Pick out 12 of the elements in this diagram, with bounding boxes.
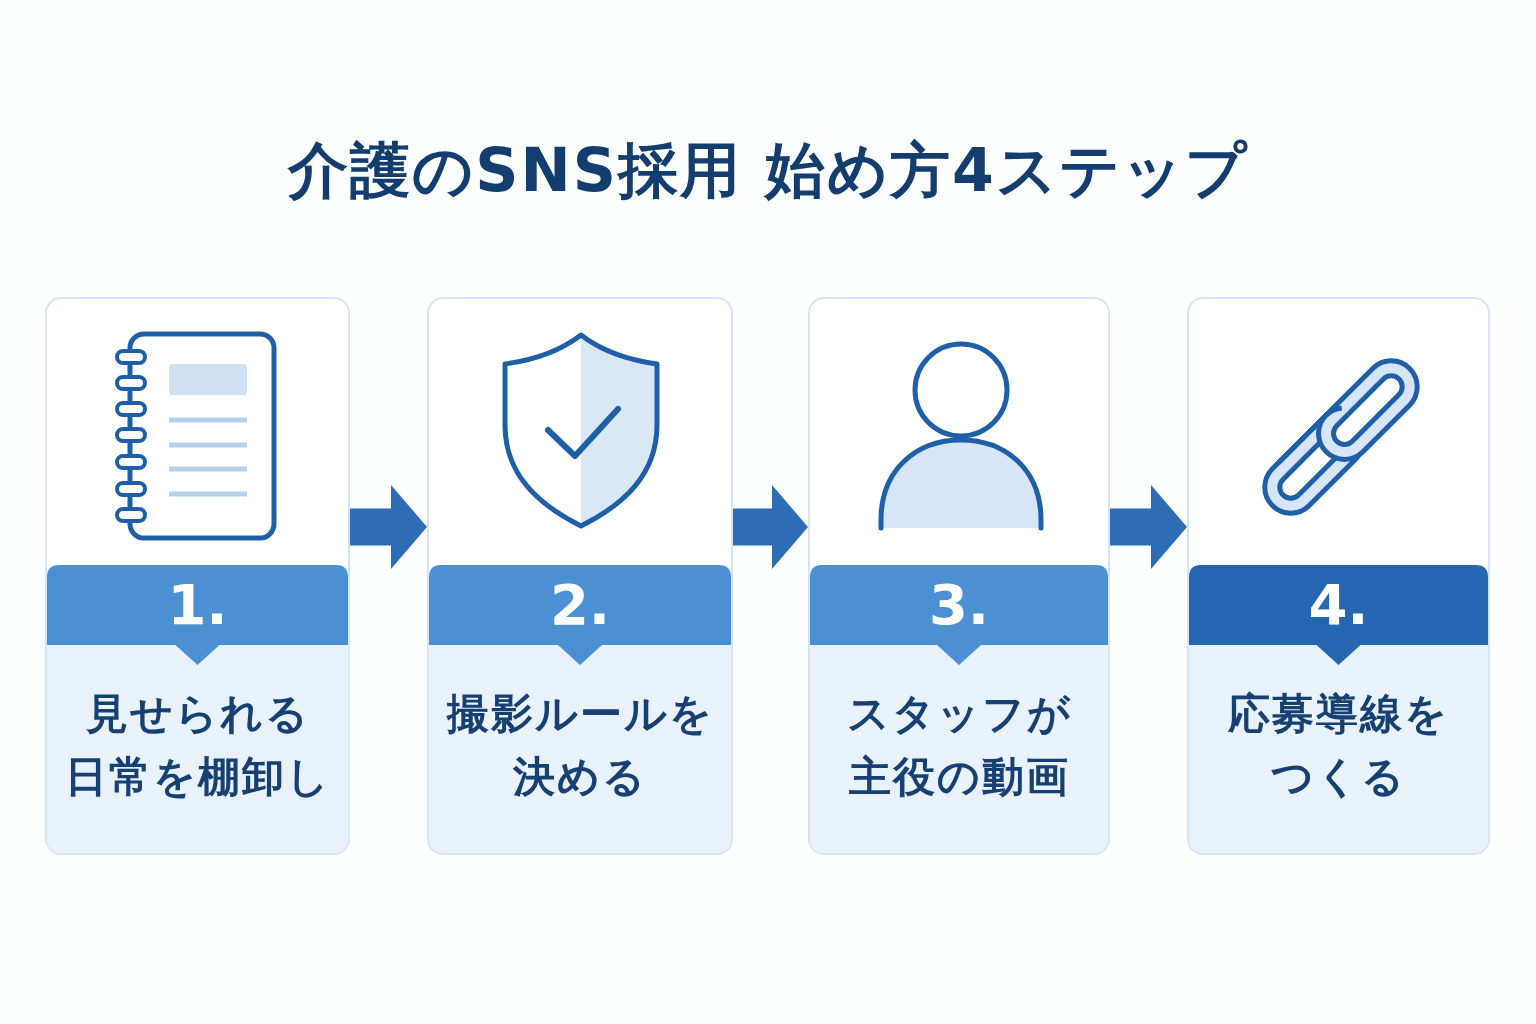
step-card [1187, 297, 1490, 855]
step-description: 応募導線をつくる [1189, 645, 1488, 853]
step-description: 撮影ルールを決める [429, 645, 731, 853]
arrow [350, 485, 427, 569]
step-card [808, 297, 1110, 855]
step-card [45, 297, 350, 855]
arrow [1110, 485, 1187, 569]
step-description: 見せられる日常を棚卸し [47, 645, 348, 853]
arrow [733, 485, 808, 569]
step-card [427, 297, 733, 855]
title: 介護のSNS採用 始め方4ステップ [288, 134, 1248, 206]
step-description: スタッフが主役の動画 [810, 645, 1108, 853]
